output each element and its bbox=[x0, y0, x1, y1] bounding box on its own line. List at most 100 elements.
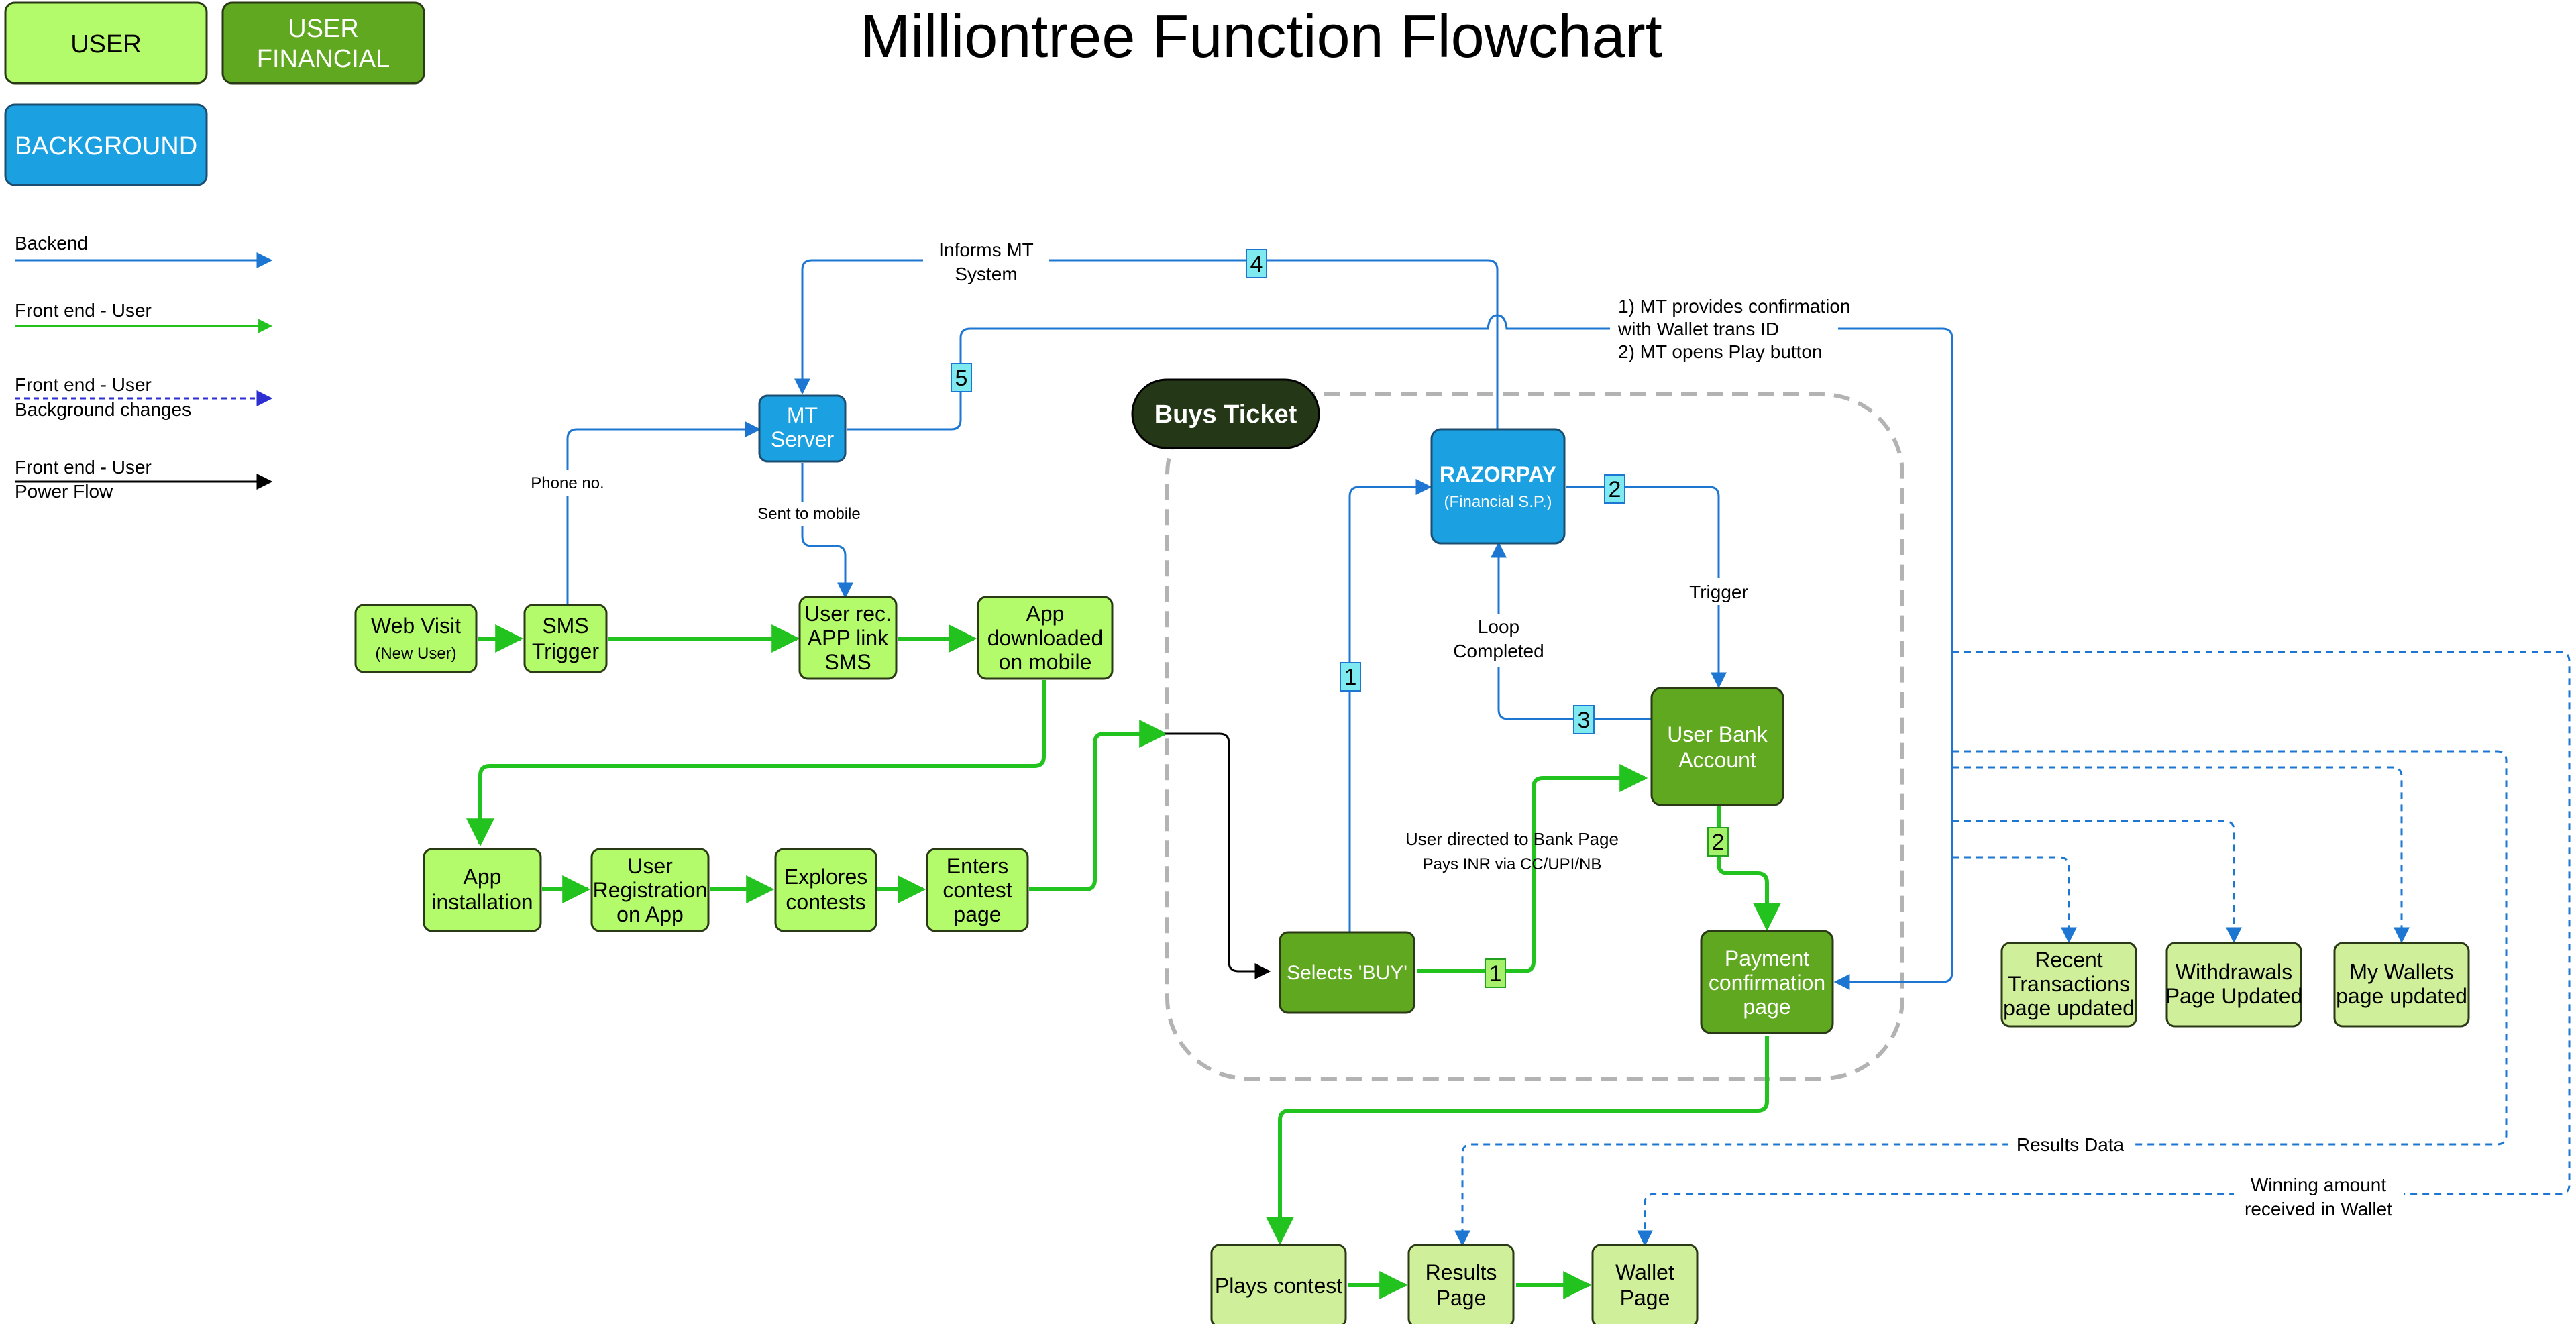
label-sent-to-mobile: Sent to mobile bbox=[757, 505, 860, 523]
node-recent-transactions: Recent Transactions page updated bbox=[2000, 942, 2137, 1028]
svg-text:Front end - User: Front end - User bbox=[15, 457, 152, 478]
edge-bank-razorpay-loop bbox=[1491, 541, 1652, 720]
svg-text:App: App bbox=[1026, 602, 1065, 626]
svg-text:SMS: SMS bbox=[542, 614, 588, 638]
node-app-downloaded: App downloaded on mobile bbox=[977, 596, 1114, 680]
svg-text:on App: on App bbox=[616, 902, 684, 926]
label-mt-confirmation-3: 2) MT opens Play button bbox=[1618, 341, 1823, 362]
edge-phone-no bbox=[566, 421, 761, 606]
buys-ticket-label: Buys Ticket bbox=[1131, 378, 1320, 449]
svg-text:Backend: Backend bbox=[15, 233, 88, 254]
legend-user: USER bbox=[4, 1, 208, 85]
node-selects-buy: Selects 'BUY' bbox=[1279, 931, 1415, 1014]
label-winning-amount-1: Winning amount bbox=[2251, 1174, 2387, 1195]
svg-text:page updated: page updated bbox=[2003, 996, 2135, 1020]
svg-text:Withdrawals: Withdrawals bbox=[2176, 960, 2292, 984]
svg-text:Payment: Payment bbox=[1725, 946, 1809, 971]
svg-text:Plays contest: Plays contest bbox=[1215, 1274, 1342, 1298]
svg-text:Selects 'BUY': Selects 'BUY' bbox=[1287, 962, 1407, 984]
svg-text:1: 1 bbox=[1344, 665, 1357, 690]
label-winning-amount-2: received in Wallet bbox=[2245, 1199, 2392, 1219]
label-informs-mt: Informs MT bbox=[938, 239, 1034, 260]
svg-text:contests: contests bbox=[786, 890, 865, 914]
svg-text:Page Updated: Page Updated bbox=[2165, 984, 2303, 1008]
node-enters-contest-page: Enters contest page bbox=[926, 848, 1029, 932]
svg-text:User Bank: User Bank bbox=[1667, 722, 1768, 747]
label-bank-page-1: User directed to Bank Page bbox=[1405, 829, 1619, 849]
edge-dash-recent bbox=[1952, 856, 2077, 944]
label-informs-mt-2: System bbox=[955, 264, 1017, 284]
node-plays-contest: Plays contest bbox=[1210, 1244, 1347, 1324]
step-badge-4: 4 bbox=[1246, 249, 1267, 278]
svg-text:(Financial S.P.): (Financial S.P.) bbox=[1444, 493, 1552, 511]
svg-text:page: page bbox=[953, 902, 1001, 926]
svg-text:5: 5 bbox=[955, 366, 968, 391]
svg-text:Server: Server bbox=[771, 427, 835, 451]
edge-mt-confirmation bbox=[847, 314, 1953, 990]
svg-text:on mobile: on mobile bbox=[999, 650, 1092, 674]
svg-text:FINANCIAL: FINANCIAL bbox=[257, 45, 390, 73]
svg-text:4: 4 bbox=[1250, 252, 1263, 277]
edge-sent-to-mobile bbox=[801, 463, 853, 599]
svg-text:contest: contest bbox=[943, 878, 1012, 902]
svg-text:page: page bbox=[1743, 995, 1790, 1019]
svg-text:Power Flow: Power Flow bbox=[15, 481, 113, 502]
label-loop-completed-2: Completed bbox=[1453, 641, 1544, 661]
step-badge-2-razorpay: 2 bbox=[1604, 474, 1625, 504]
node-user-bank-account: User Bank Account bbox=[1650, 687, 1784, 806]
edge-dash-results bbox=[1454, 750, 2508, 1247]
svg-text:Page: Page bbox=[1620, 1286, 1670, 1310]
legend-line-power-flow: Front end - User Power Flow bbox=[15, 457, 273, 502]
step-badge-1-green: 1 bbox=[1485, 958, 1506, 988]
svg-text:Registration: Registration bbox=[593, 878, 708, 902]
svg-text:Web Visit: Web Visit bbox=[371, 614, 461, 638]
edge-dash-winning bbox=[1637, 651, 2571, 1247]
svg-text:My Wallets: My Wallets bbox=[2349, 960, 2453, 984]
svg-text:3: 3 bbox=[1578, 708, 1591, 733]
legend-user-financial: USER FINANCIAL bbox=[221, 1, 425, 85]
label-loop-completed-1: Loop bbox=[1478, 616, 1519, 637]
node-my-wallets: My Wallets page updated bbox=[2333, 942, 2470, 1028]
svg-text:USER: USER bbox=[288, 15, 359, 43]
node-sms-trigger: SMS Trigger bbox=[523, 604, 608, 673]
svg-text:Page: Page bbox=[1436, 1286, 1487, 1310]
node-wallet-page: Wallet Page bbox=[1591, 1244, 1699, 1324]
edge-informs-mt bbox=[794, 259, 1499, 429]
step-badge-5: 5 bbox=[951, 363, 972, 392]
node-explores-contests: Explores contests bbox=[774, 848, 877, 932]
svg-text:Explores: Explores bbox=[784, 865, 868, 889]
svg-text:SMS: SMS bbox=[824, 650, 871, 674]
edge-razorpay-bank bbox=[1566, 486, 1727, 689]
svg-text:Background changes: Background changes bbox=[15, 399, 191, 420]
step-badge-1-blue: 1 bbox=[1340, 662, 1361, 692]
node-withdrawals: Withdrawals Page Updated bbox=[2165, 942, 2303, 1028]
svg-text:confirmation: confirmation bbox=[1709, 971, 1825, 995]
legend-background: BACKGROUND bbox=[4, 103, 208, 186]
label-bank-page-2: Pays INR via CC/UPI/NB bbox=[1423, 855, 1602, 873]
svg-text:BACKGROUND: BACKGROUND bbox=[15, 132, 197, 160]
legend-line-frontend: Front end - User bbox=[15, 300, 273, 333]
edge-download-install bbox=[466, 680, 1046, 847]
svg-text:User: User bbox=[627, 854, 673, 878]
label-mt-confirmation-1: 1) MT provides confirmation bbox=[1618, 296, 1851, 317]
svg-text:Enters: Enters bbox=[947, 854, 1008, 878]
svg-text:App: App bbox=[464, 865, 502, 889]
node-app-installation: App installation bbox=[423, 848, 542, 932]
edge-enters-buysticket bbox=[1029, 720, 1168, 891]
edge-payment-plays bbox=[1266, 1036, 1769, 1246]
legend-line-backend: Backend bbox=[15, 233, 273, 268]
svg-text:Buys Ticket: Buys Ticket bbox=[1155, 400, 1297, 429]
node-user-registration: User Registration on App bbox=[590, 848, 710, 932]
buys-ticket-group bbox=[1165, 392, 1904, 1081]
edge-dash-withdrawals bbox=[1952, 820, 2242, 944]
svg-text:Trigger: Trigger bbox=[532, 639, 600, 663]
svg-text:MT: MT bbox=[787, 403, 818, 427]
edge-bank-payment bbox=[1717, 806, 1781, 932]
label-results-data: Results Data bbox=[2017, 1134, 2125, 1155]
edge-selects-buy-razorpay bbox=[1348, 479, 1432, 934]
node-results-page: Results Page bbox=[1407, 1244, 1515, 1324]
svg-text:(New User): (New User) bbox=[375, 645, 456, 663]
svg-text:Account: Account bbox=[1678, 748, 1756, 772]
edge-selects-bank bbox=[1417, 764, 1648, 973]
